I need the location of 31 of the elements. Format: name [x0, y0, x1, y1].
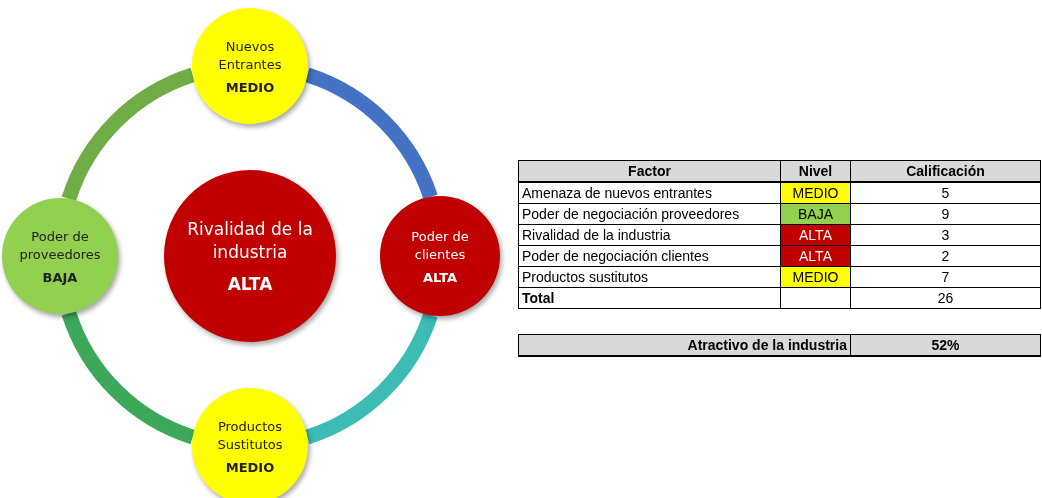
ring-arc-connector: [61, 67, 196, 202]
ring-arc-connector: [304, 67, 438, 200]
force-name: Rivalidad de la industria: [186, 218, 314, 264]
level-rating: MEDIO: [225, 459, 275, 475]
column-header: Nivel: [780, 160, 851, 182]
score-value: 9: [850, 203, 1041, 225]
attractiveness-percentage: 52%: [850, 334, 1041, 356]
force-name: Poder de proveedores: [18, 227, 102, 264]
factor-name: Amenaza de nuevos entrantes: [518, 182, 781, 204]
attractiveness-label: Atractivo de la industria: [518, 334, 851, 356]
column-header: Factor: [518, 160, 781, 182]
factor-name: Poder de negociación proveedores: [518, 203, 781, 225]
factor-name: Poder de negociación clientes: [518, 245, 781, 267]
force-name: Productos Sustitutos: [216, 417, 284, 454]
force-name: Nuevos Entrantes: [217, 37, 283, 74]
ring-arc-connector: [61, 310, 196, 445]
score-value: 2: [850, 245, 1041, 267]
force-name: Poder de clientes: [410, 227, 470, 264]
score-value: 3: [850, 224, 1041, 246]
level-rating: ALTA: [422, 269, 458, 285]
level-rating: BAJA: [42, 269, 78, 285]
level-rating: ALTA: [227, 274, 273, 294]
factor-name: Rivalidad de la industria: [518, 224, 781, 246]
total-label: Total: [518, 287, 781, 309]
level-rating: MEDIO: [225, 79, 275, 95]
ring-arc-connector: [304, 312, 438, 445]
score-value: 5: [850, 182, 1041, 204]
score-value: 7: [850, 266, 1041, 288]
factor-name: Productos sustitutos: [518, 266, 781, 288]
total-score: 26: [850, 287, 1041, 309]
column-header: Calificación: [850, 160, 1041, 182]
